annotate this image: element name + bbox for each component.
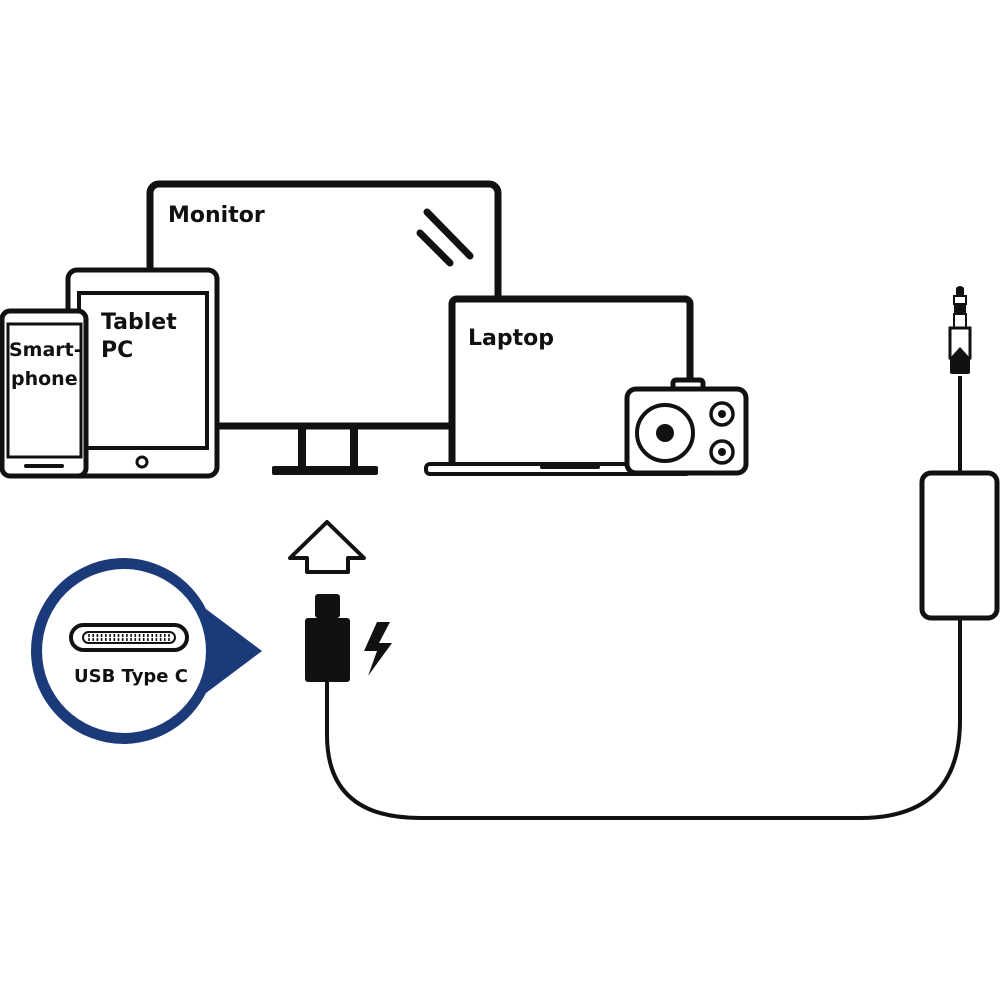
connector-label: USB Type C	[74, 666, 188, 687]
cable	[325, 618, 962, 820]
jack-grip	[950, 358, 970, 374]
usb-c-plug	[305, 594, 350, 682]
camera-icon	[624, 377, 749, 476]
screen-glare-line	[416, 229, 454, 267]
screen-glare-line	[423, 208, 474, 260]
usb-c-plug-tip	[315, 594, 340, 618]
jack-sleeve	[953, 313, 967, 329]
monitor-stand-base	[272, 466, 378, 475]
usb-c-plug-housing	[305, 618, 350, 682]
jack-ring	[953, 295, 967, 305]
camera-dial-center	[718, 410, 726, 418]
smartphone: Smart- phone	[0, 308, 89, 479]
audio-jack-icon	[948, 286, 972, 374]
laptop-label: Laptop	[468, 326, 554, 351]
smartphone-label-line2: phone	[11, 368, 78, 390]
tablet: Tablet PC	[65, 267, 220, 479]
camera-lens-inner	[656, 424, 674, 442]
lightning-icon	[364, 622, 392, 676]
usb-c-pins	[88, 634, 170, 641]
jack-tip	[956, 286, 964, 296]
smartphone-screen	[6, 322, 83, 459]
tablet-label-line1: Tablet	[101, 310, 177, 335]
jack-band	[954, 304, 966, 314]
monitor-stand-leg	[298, 426, 306, 470]
up-arrow-icon	[288, 520, 366, 574]
monitor-label: Monitor	[168, 203, 265, 228]
laptop-trackpad-notch	[540, 465, 600, 469]
tablet-home-button	[135, 455, 149, 469]
camera-dial-center	[718, 448, 726, 456]
smartphone-home-bar	[24, 464, 64, 468]
smartphone-label-line1: Smart-	[9, 339, 82, 361]
inline-remote-icon	[919, 470, 1000, 621]
jack-collar-mark	[950, 347, 970, 358]
tablet-label-line2: PC	[101, 338, 133, 363]
monitor-stand-leg	[350, 426, 358, 470]
usb-c-port-tongue	[82, 631, 176, 644]
usb-type-c-badge: USB Type C	[31, 558, 262, 744]
